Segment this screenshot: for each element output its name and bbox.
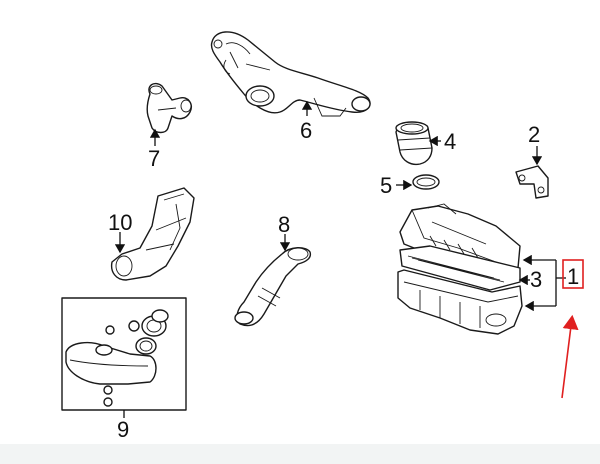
callout-6[interactable]: 6: [300, 118, 312, 143]
callout-3[interactable]: 3: [530, 267, 542, 292]
part-6-intake-pipe[interactable]: [210, 31, 371, 117]
callout-4[interactable]: 4: [444, 129, 456, 154]
leader-lines: [114, 100, 584, 418]
highlight-box: [562, 259, 584, 289]
part-7-elbow-hose[interactable]: [146, 82, 192, 134]
part-1-air-cleaner-assembly[interactable]: [397, 203, 523, 335]
footer-strip: [0, 444, 600, 464]
part-8-intake-tube[interactable]: [234, 247, 312, 327]
callout-2[interactable]: 2: [528, 122, 540, 147]
callout-5[interactable]: 5: [380, 173, 392, 198]
part-5-o-ring[interactable]: [412, 174, 440, 190]
callout-9[interactable]: 9: [117, 417, 129, 442]
callout-10[interactable]: 10: [108, 210, 132, 235]
highlight-arrow: [561, 314, 579, 399]
parts-diagram: 7 6 4 2 5 10 8 3 1 9: [61, 31, 584, 442]
callout-8[interactable]: 8: [278, 212, 290, 237]
part-9-resonator-kit[interactable]: [61, 297, 187, 411]
part-4-hose-coupler[interactable]: [395, 121, 433, 166]
callout-7[interactable]: 7: [148, 146, 160, 171]
callout-1[interactable]: 1: [567, 264, 579, 289]
part-2-bracket[interactable]: [515, 165, 549, 199]
part-10-air-duct[interactable]: [110, 187, 195, 281]
